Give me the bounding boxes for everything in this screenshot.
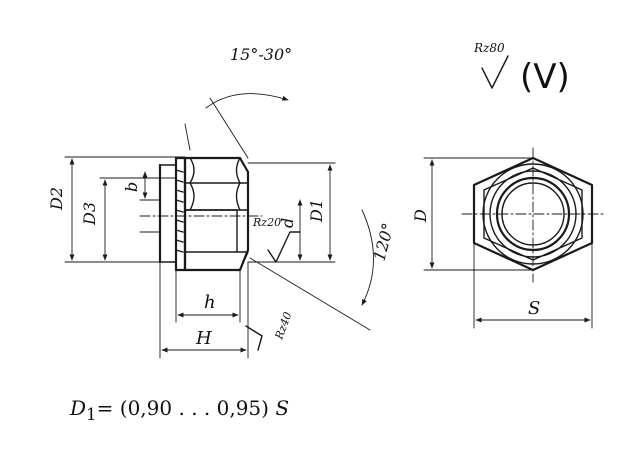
insert-collar xyxy=(174,156,187,272)
side-view xyxy=(139,156,263,272)
formula: D1= (0,90 . . . 0,95) S xyxy=(70,396,289,424)
teeth xyxy=(175,169,184,253)
hex-body-outline xyxy=(183,156,250,272)
front-dimensions xyxy=(423,157,593,329)
label-angle-top: 15°-30° xyxy=(230,45,292,64)
formula-rhs: (0,90 . . . 0,95) xyxy=(119,396,269,420)
label-h: h xyxy=(204,292,216,313)
finish-symbol-paren: (V) xyxy=(520,57,570,97)
label-rz80: Rz80 xyxy=(473,41,505,55)
front-view xyxy=(461,147,605,283)
rz80-symbol xyxy=(481,55,509,89)
formula-equals: = xyxy=(96,396,114,420)
dimension-lines xyxy=(69,93,374,353)
label-H: H xyxy=(195,328,212,349)
rz40-symbol xyxy=(245,325,263,351)
label-d3: D3 xyxy=(80,202,99,226)
label-d: d xyxy=(278,218,297,228)
extension-lines xyxy=(64,97,371,359)
label-d2: D2 xyxy=(47,187,66,211)
formula-lhs-sub: 1 xyxy=(86,405,97,424)
label-rz20: Rz20 xyxy=(252,216,281,229)
formula-lhs-var: D xyxy=(70,396,87,420)
label-rz40: Rz40 xyxy=(272,310,294,342)
label-b: b xyxy=(122,182,141,192)
formula-rhs-var: S xyxy=(275,396,290,420)
label-D: D xyxy=(411,209,430,223)
roughness-symbols xyxy=(245,55,509,351)
label-d1: D1 xyxy=(307,199,326,223)
rz20-symbol xyxy=(267,231,301,263)
centre-lines-front xyxy=(461,147,605,283)
label-angle-right: 120° xyxy=(370,221,398,263)
label-S: S xyxy=(528,298,540,319)
hatched-section xyxy=(184,251,249,271)
